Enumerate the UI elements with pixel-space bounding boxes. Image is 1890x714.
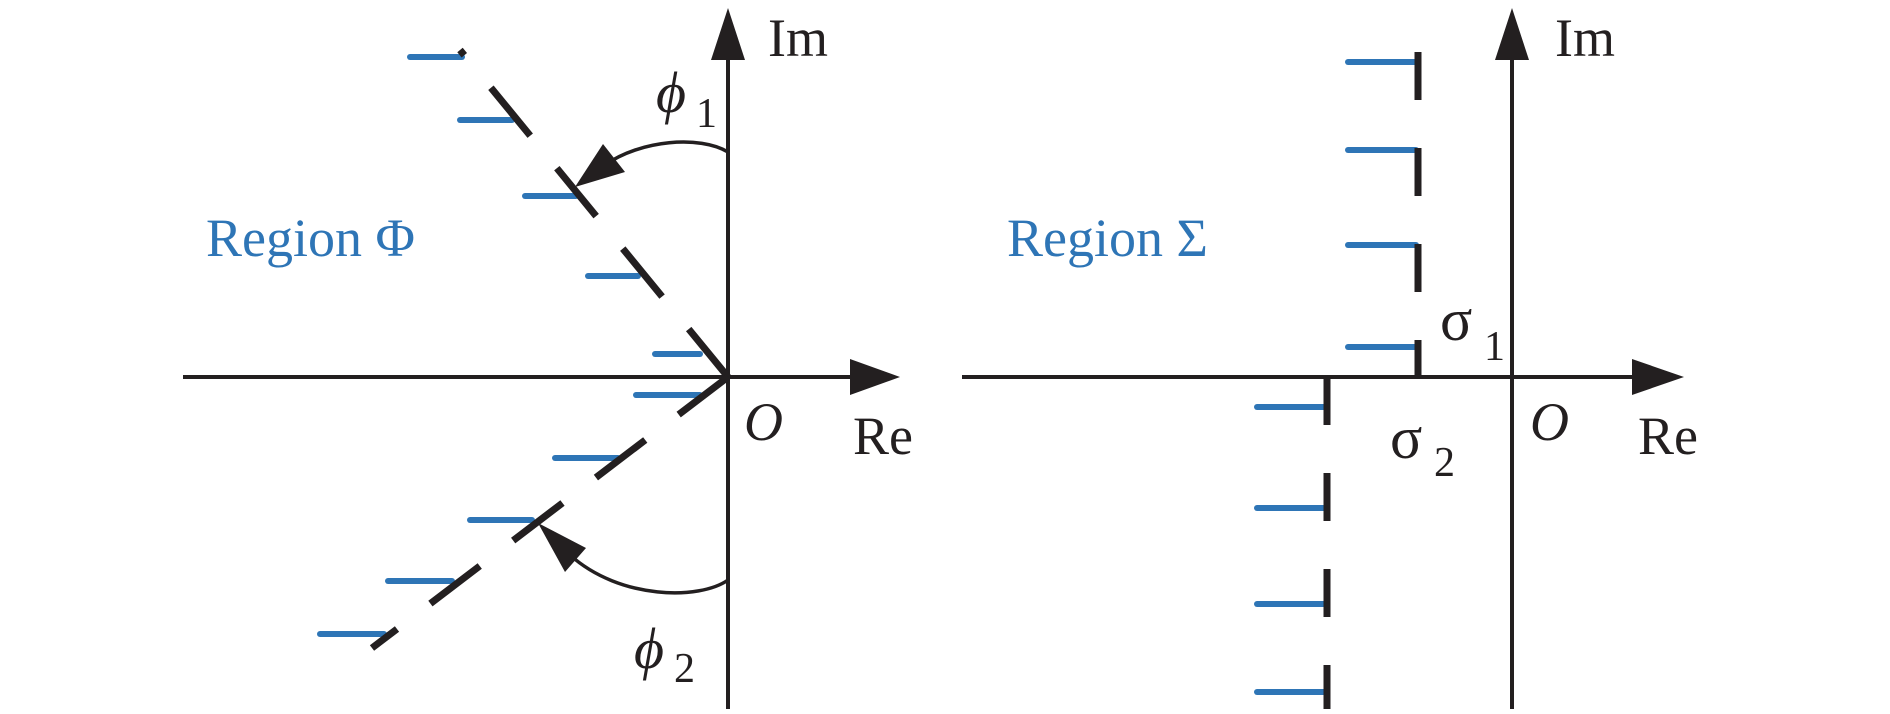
left-panel: Region Φ Im Re O ϕ 1 ϕ 2 — [183, 8, 913, 709]
phi1-subscript: 1 — [696, 91, 717, 137]
phi1-arrowhead — [575, 144, 625, 187]
left-origin-label: O — [744, 392, 783, 452]
left-hatch-marks — [317, 54, 703, 637]
lower-boundary-ray — [369, 374, 731, 651]
right-region-label: Region Σ — [1007, 208, 1208, 268]
upper-boundary-ray — [457, 47, 731, 380]
sigma1-subscript: 1 — [1484, 324, 1505, 370]
right-origin-label: O — [1530, 392, 1569, 452]
phi2-arrowhead — [538, 523, 586, 572]
right-panel: Region Σ Im Re O σ 1 σ 2 — [962, 8, 1698, 709]
phi2-arc — [568, 553, 730, 595]
right-imag-axis-arrowhead — [1495, 8, 1529, 60]
phi2-subscript: 2 — [674, 646, 695, 692]
phi1-symbol: ϕ — [656, 60, 686, 125]
left-re-label: Re — [853, 406, 913, 466]
left-im-label: Im — [768, 8, 828, 68]
left-imag-axis-arrowhead — [711, 8, 745, 60]
phi2-symbol: ϕ — [634, 616, 664, 681]
sigma1-symbol: σ — [1440, 287, 1472, 353]
right-hatch-marks — [1254, 59, 1419, 695]
sigma2-symbol: σ — [1390, 405, 1422, 471]
right-real-axis-arrowhead — [1632, 359, 1684, 395]
phi1-arc — [603, 140, 729, 167]
right-im-label: Im — [1555, 8, 1615, 68]
right-re-label: Re — [1638, 406, 1698, 466]
sigma2-subscript: 2 — [1434, 440, 1455, 486]
left-region-label: Region Φ — [206, 208, 415, 268]
left-real-axis-arrowhead — [850, 359, 900, 395]
